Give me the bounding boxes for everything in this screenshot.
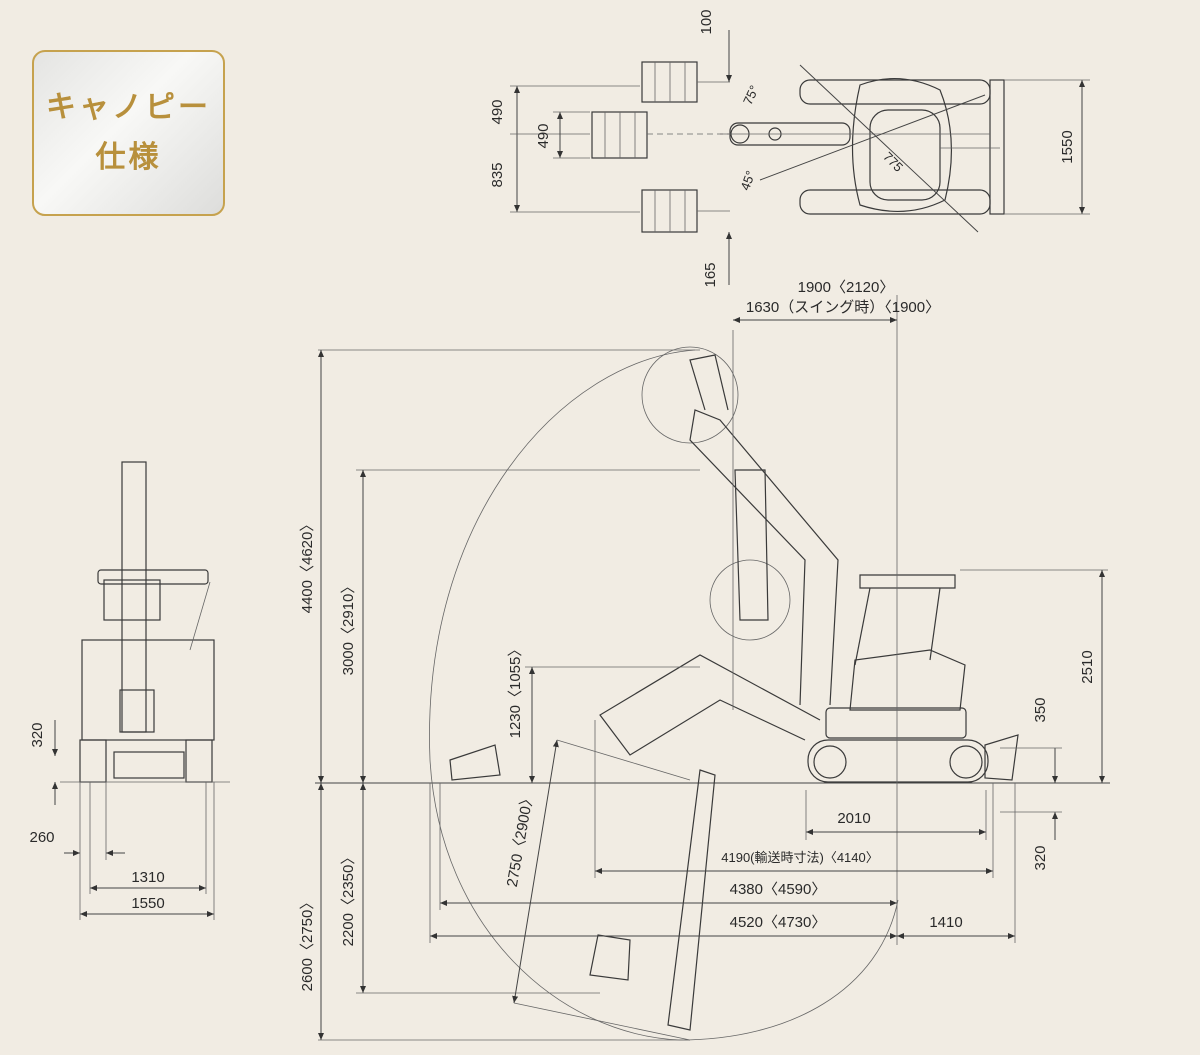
dim-3000: 3000〈2910〉 <box>340 579 357 676</box>
dim-490-outer: 490 <box>489 99 506 124</box>
dim-1630: 1630（スイング時）〈1900〉 <box>746 299 940 316</box>
dim-4520: 4520〈4730〉 <box>730 914 827 931</box>
dim-1410: 1410 <box>929 914 962 931</box>
dim-2510: 2510 <box>1079 650 1096 683</box>
bucket-top-upper <box>641 61 730 103</box>
dim-2600: 2600〈2750〉 <box>299 895 316 992</box>
top-view: 100 490 490 835 165 1550 75° 45° 775 <box>489 9 1090 288</box>
dim-4400: 4400〈4620〉 <box>299 517 316 614</box>
front-view: 320 260 1310 1550 <box>29 461 230 920</box>
dim-2010: 2010 <box>837 810 870 827</box>
badge-line-2: 仕様 <box>95 140 162 175</box>
bucket-top-lower <box>641 189 730 233</box>
badge-line-1: キャノピー <box>46 90 211 125</box>
dim-1900: 1900〈2120〉 <box>798 279 895 296</box>
dim-4380: 4380〈4590〉 <box>730 881 827 898</box>
canopy-spec-badge: キャノピー 仕様 <box>32 50 225 216</box>
dim-165: 165 <box>702 262 719 287</box>
dim-2750: 2750〈2900〉 <box>504 790 538 888</box>
front-dim-260: 260 <box>29 829 54 846</box>
front-dim-1550: 1550 <box>131 895 164 912</box>
bucket-top-center <box>591 111 730 159</box>
dim-350: 350 <box>1032 697 1049 722</box>
front-dim-320: 320 <box>29 722 46 747</box>
dim-2200: 2200〈2350〉 <box>340 850 357 947</box>
dim-100: 100 <box>698 9 715 34</box>
front-dim-1310: 1310 <box>131 869 164 886</box>
radius-775: 775 <box>880 149 906 175</box>
dim-4190: 4190(輸送時寸法)〈4140〉 <box>721 850 879 865</box>
dim-835: 835 <box>489 162 506 187</box>
angle-45: 45° <box>737 169 758 193</box>
side-view: 1900〈2120〉 1630（スイング時）〈1900〉 4400〈4620〉 … <box>299 279 1110 1041</box>
angle-75: 75° <box>740 83 762 107</box>
dim-1550-top: 1550 <box>1059 130 1076 163</box>
dim-1230: 1230〈1055〉 <box>507 642 524 739</box>
dim-320-side: 320 <box>1032 845 1049 870</box>
dim-490-inner: 490 <box>535 123 552 148</box>
